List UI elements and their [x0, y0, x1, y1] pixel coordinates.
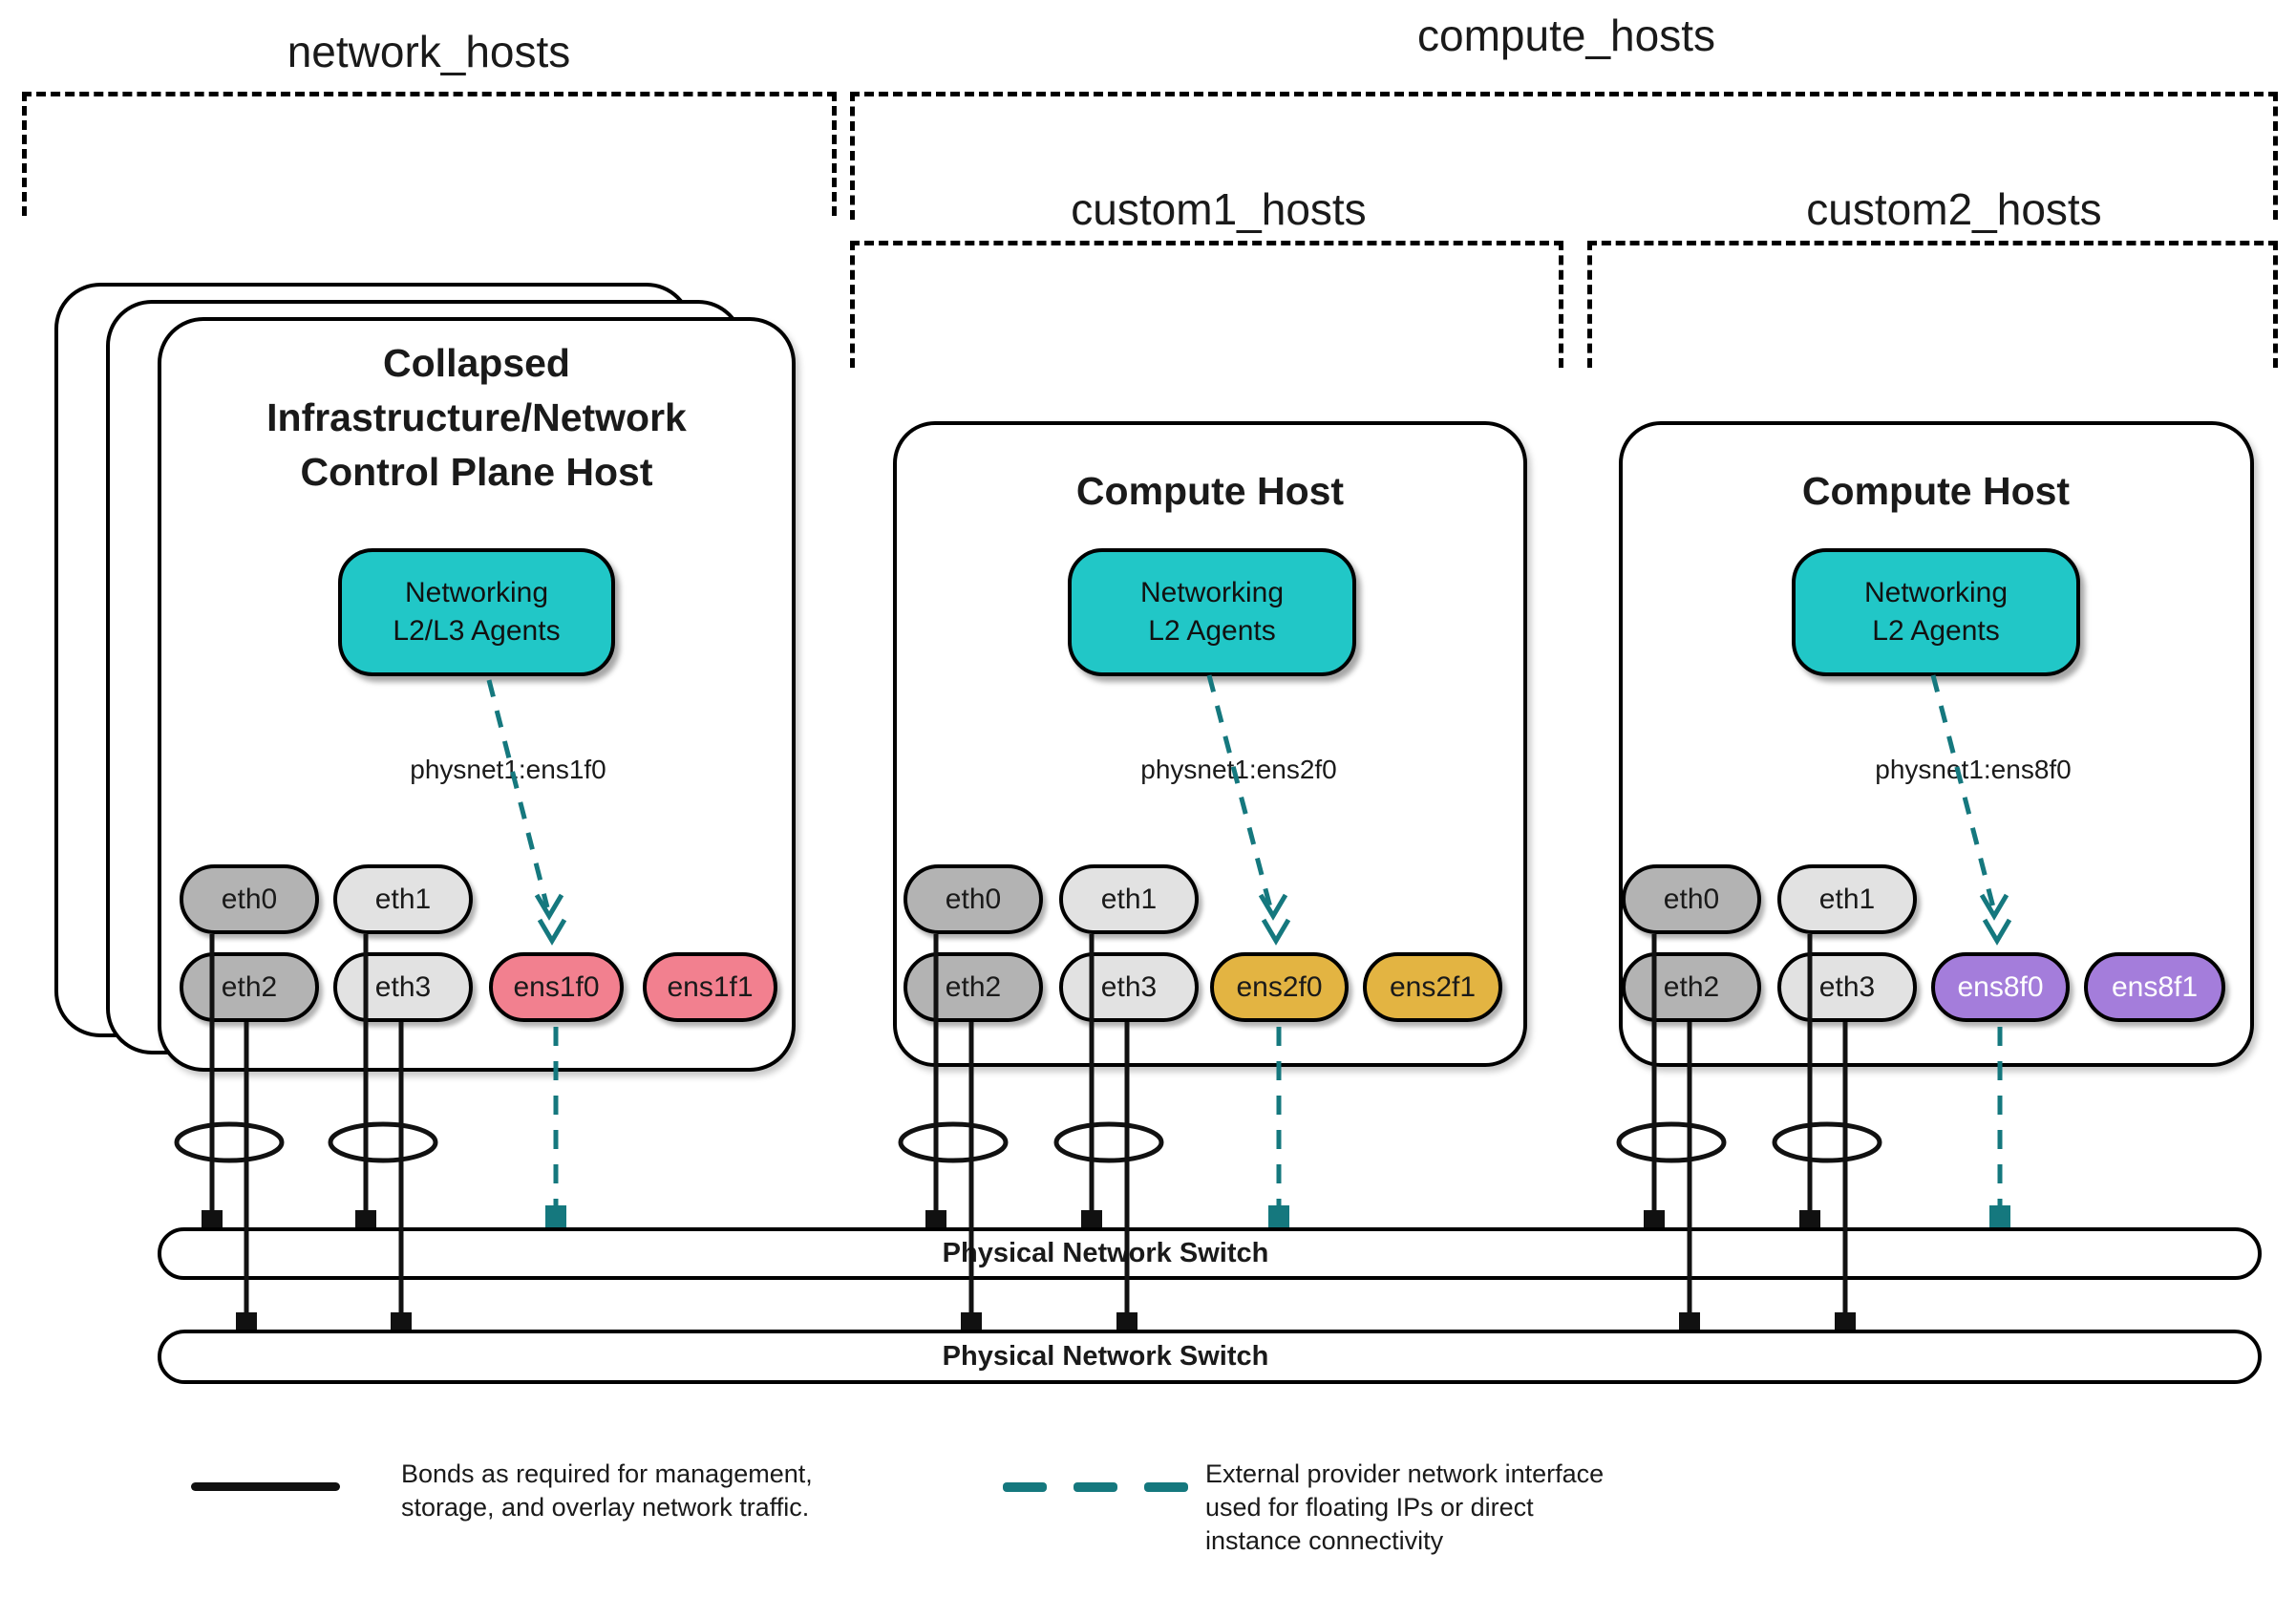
compute-host1-title: Compute Host: [1075, 469, 1345, 513]
control-plane-host-title: Collapsed Infrastructure/Network Control…: [266, 336, 687, 500]
provider-port-connectors: [545, 1205, 2010, 1227]
host2-nic-eth0: eth0: [904, 864, 1043, 934]
control-plane-host-title-line1: Collapsed: [383, 341, 570, 385]
legend-provider-text-line2: used for floating IPs or direct: [1205, 1493, 1534, 1522]
host1-physnet-label: physnet1:ens1f0: [410, 755, 606, 784]
host3-nic-ens8f1: ens8f1: [2084, 952, 2225, 1022]
host2-bond2-ellipse: [1053, 1121, 1164, 1163]
physical-network-switch-2: Physical Network Switch: [158, 1330, 2262, 1384]
host1-nic-ens1f0: ens1f0: [489, 952, 624, 1022]
host2-nic-eth3: eth3: [1059, 952, 1199, 1022]
legend-bond-text-line2: storage, and overlay network traffic.: [401, 1493, 810, 1522]
host2-nic-ens2f0: ens2f0: [1210, 952, 1349, 1022]
switch2-port-connectors: [236, 1312, 1856, 1330]
host3-nic-eth3: eth3: [1777, 952, 1917, 1022]
network-hosts-label: network_hosts: [287, 27, 571, 76]
host1-networking-agents-box: Networking L2/L3 Agents: [338, 548, 615, 676]
compute-hosts-bracket: [850, 92, 2278, 220]
legend-bond-text-line1: Bonds as required for management,: [401, 1459, 813, 1488]
control-plane-host-card: [158, 317, 796, 1072]
host1-bond2-ellipse: [328, 1121, 438, 1163]
custom2-hosts-label: custom2_hosts: [1806, 184, 2102, 234]
host1-nic-eth2: eth2: [180, 952, 319, 1022]
compute-host2-title: Compute Host: [1801, 469, 2071, 513]
host3-bond2-ellipse: [1772, 1121, 1882, 1163]
custom1-hosts-label: custom1_hosts: [1071, 184, 1367, 234]
legend-provider-dash-sample: [1003, 1482, 1194, 1492]
host3-nic-eth0: eth0: [1622, 864, 1761, 934]
host2-physnet-label: physnet1:ens2f0: [1140, 755, 1337, 784]
host1-agent-line1: Networking: [404, 577, 549, 608]
host2-nic-eth2: eth2: [904, 952, 1043, 1022]
custom1-hosts-bracket: [850, 241, 1563, 368]
custom2-hosts-bracket: [1587, 241, 2278, 368]
host2-bond1-ellipse: [898, 1121, 1009, 1163]
host3-networking-agents-box: Networking L2 Agents: [1792, 548, 2080, 676]
host3-nic-eth2: eth2: [1622, 952, 1761, 1022]
host2-networking-agents-box: Networking L2 Agents: [1068, 548, 1356, 676]
legend-provider-text-line3: instance connectivity: [1205, 1526, 1444, 1555]
switch1-port-connectors: [202, 1210, 1820, 1227]
host2-agent-line1: Networking: [1139, 577, 1285, 608]
legend-bond-line-sample: [191, 1482, 340, 1491]
host1-nic-eth1: eth1: [333, 864, 473, 934]
legend-provider-text-line1: External provider network interface: [1205, 1459, 1605, 1488]
control-plane-host-title-line2: Infrastructure/Network: [266, 395, 687, 439]
physical-network-switch-1: Physical Network Switch: [158, 1227, 2262, 1280]
legend-provider-text: External provider network interface used…: [1205, 1458, 1604, 1558]
host3-bond1-ellipse: [1616, 1121, 1727, 1163]
host3-nic-ens8f0: ens8f0: [1931, 952, 2070, 1022]
host3-agent-line2: L2 Agents: [1872, 615, 2000, 647]
host2-nic-ens2f1: ens2f1: [1363, 952, 1502, 1022]
network-hosts-bracket: [22, 92, 837, 216]
host1-nic-eth0: eth0: [180, 864, 319, 934]
host1-nic-eth3: eth3: [333, 952, 473, 1022]
physical-network-switch-1-label: Physical Network Switch: [942, 1238, 1269, 1268]
host1-bond1-ellipse: [174, 1121, 285, 1163]
host3-agent-line1: Networking: [1863, 577, 2009, 608]
control-plane-host-title-line3: Control Plane Host: [300, 450, 653, 494]
host1-nic-ens1f1: ens1f1: [643, 952, 777, 1022]
host1-agent-line2: L2/L3 Agents: [393, 615, 561, 647]
host2-nic-eth1: eth1: [1059, 864, 1199, 934]
bond-ellipses: [174, 1121, 1882, 1163]
host2-agent-line2: L2 Agents: [1148, 615, 1276, 647]
physical-network-switch-2-label: Physical Network Switch: [942, 1341, 1269, 1372]
host3-physnet-label: physnet1:ens8f0: [1875, 755, 2072, 784]
legend-bond-text: Bonds as required for management, storag…: [401, 1458, 813, 1524]
host3-nic-eth1: eth1: [1777, 864, 1917, 934]
compute-hosts-label: compute_hosts: [1417, 11, 1715, 60]
